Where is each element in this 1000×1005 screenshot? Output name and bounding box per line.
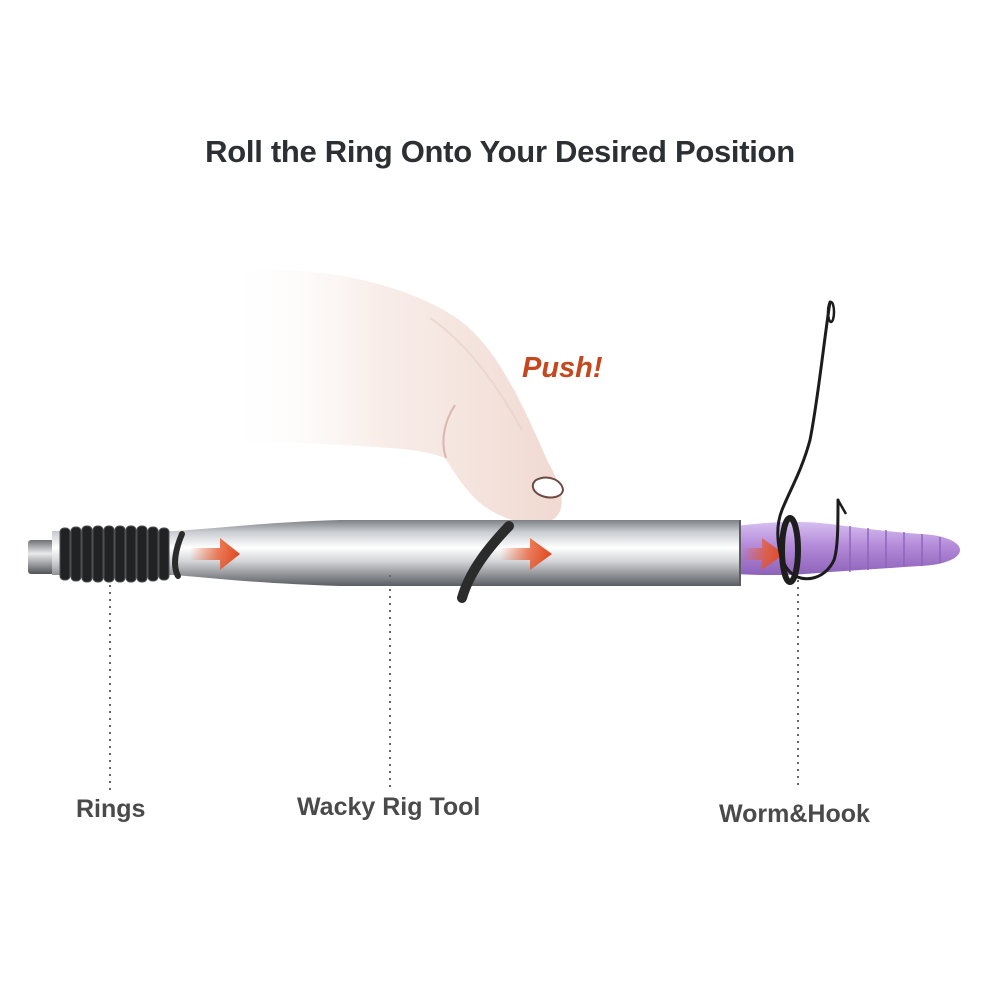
leader-lines <box>109 575 799 790</box>
arrow-right-icon <box>190 538 240 570</box>
tool-end-cap <box>28 540 54 574</box>
hook-icon <box>776 300 840 581</box>
arrow-right-icon <box>500 538 552 570</box>
ring-on-worm <box>779 515 801 585</box>
arrow-right-icon <box>742 538 784 570</box>
ring-being-pushed <box>457 521 514 603</box>
worm-illustration <box>735 521 960 576</box>
rings-stack <box>59 525 170 583</box>
direction-arrows <box>190 538 784 570</box>
rings-label: Rings <box>76 795 146 823</box>
tool-label: Wacky Rig Tool <box>297 793 481 821</box>
worm-hook-label: Worm&Hook <box>719 800 870 828</box>
wacky-rig-tool <box>28 520 741 586</box>
push-callout: Push! <box>522 352 603 384</box>
ring-rolling-left <box>172 531 185 579</box>
page-title: Roll the Ring Onto Your Desired Position <box>205 134 795 169</box>
finger-illustration <box>225 269 565 524</box>
